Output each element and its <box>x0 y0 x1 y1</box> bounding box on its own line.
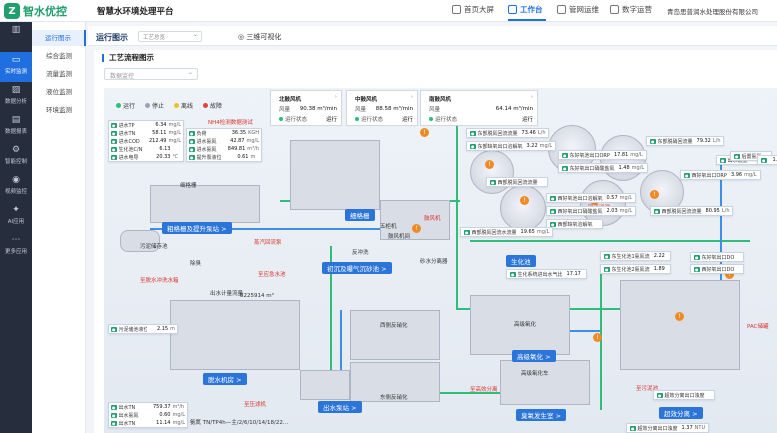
rail-icon: ▭ <box>11 55 21 65</box>
process-panel: 工艺流程图示 数据监控 <box>94 50 777 433</box>
rail-icon: ⚙ <box>11 145 21 155</box>
rail-label: 数据报表 <box>4 129 27 135</box>
rail-label: AI应用 <box>7 219 25 225</box>
topnav-item[interactable]: 管网运维 <box>557 4 599 15</box>
header-bar: 运行图示 工艺总览 ◎ 三维可视化 <box>88 26 777 46</box>
topnav-item[interactable]: 工作台 <box>508 4 543 15</box>
data-monitor-select[interactable]: 数据监控 <box>104 68 198 80</box>
rail-item[interactable]: ▭ 实时监测 <box>0 52 32 82</box>
rail-item[interactable]: ▤ 数据报表 <box>0 112 32 142</box>
rail-label: 实时监测 <box>4 69 27 75</box>
nav-icon <box>557 5 566 14</box>
subnav-item[interactable]: 流量监测 <box>46 70 72 78</box>
topnav-item[interactable]: 首页大屏 <box>452 4 494 15</box>
view-3d-label: 三维可视化 <box>246 33 282 41</box>
rail-icon: ▤ <box>11 115 21 125</box>
nav-label: 工作台 <box>520 5 543 14</box>
rail-label: 视频监控 <box>4 189 27 195</box>
rail-item[interactable]: ▥ <box>0 22 32 52</box>
rail-icon: ◉ <box>12 175 20 185</box>
nav-icon <box>508 5 517 14</box>
platform-title: 智慧水环境处理平台 <box>97 7 174 17</box>
top-bar: Z 智水优控 智慧水环境处理平台 首页大屏 工作台 管网运维 数字运营 青岛思普润水处… <box>0 0 777 22</box>
page-title: 运行图示 <box>96 33 128 42</box>
logo: Z 智水优控 <box>4 3 67 19</box>
logo-text: 智水优控 <box>23 5 67 18</box>
rail-item[interactable]: ⚙ 智能控制 <box>0 142 32 172</box>
subnav-item[interactable]: 运行图示 <box>32 30 86 46</box>
rail-item[interactable]: ▨ 数据分析 <box>0 82 32 112</box>
rail-item[interactable]: ◉ 视频监控 <box>0 172 32 202</box>
rail-icon: ✦ <box>12 205 20 215</box>
rail-label: 智能控制 <box>4 159 27 165</box>
subnav-item[interactable]: 环境监测 <box>46 106 72 114</box>
rail-item[interactable]: ⋯ 更多应用 <box>0 232 32 262</box>
active-nav-indicator <box>508 19 546 21</box>
sub-nav: 运行图示综合监测流量监测液位监测环境监测 <box>32 22 86 433</box>
subnav-item[interactable]: 综合监测 <box>46 52 72 60</box>
nav-label: 管网运维 <box>569 5 599 14</box>
rail-label: 更多应用 <box>4 249 27 255</box>
rail-icon: ▥ <box>11 25 21 35</box>
nav-label: 首页大屏 <box>464 5 494 14</box>
process-select[interactable]: 工艺总览 <box>138 31 202 42</box>
nav-icon <box>452 5 461 14</box>
rail-label: 数据分析 <box>4 99 27 105</box>
nav-label: 数字运营 <box>622 5 652 14</box>
subnav-item[interactable]: 液位监测 <box>46 88 72 96</box>
rail-icon: ⋯ <box>11 235 21 245</box>
panel-title: 工艺流程图示 <box>102 54 154 62</box>
rail-item[interactable]: ✦ AI应用 <box>0 202 32 232</box>
view-3d-button[interactable]: ◎ 三维可视化 <box>238 33 282 41</box>
topnav-item[interactable]: 数字运营 <box>610 4 652 15</box>
left-rail: ▥ ▭ 实时监测 ▨ 数据分析 ▤ 数据报表 ⚙ 智能控制 ◉ 视频监控 ✦ AI应用 ⋯ 更多应用 <box>0 22 32 433</box>
nav-icon <box>610 5 619 14</box>
rail-icon: ▨ <box>11 85 21 95</box>
logo-icon: Z <box>4 3 20 19</box>
company-name: 青岛思普润水处理股份有限公司 <box>667 8 758 16</box>
content-area: 运行图示 工艺总览 ◎ 三维可视化 工艺流程图示 数据监控 <box>88 24 777 433</box>
